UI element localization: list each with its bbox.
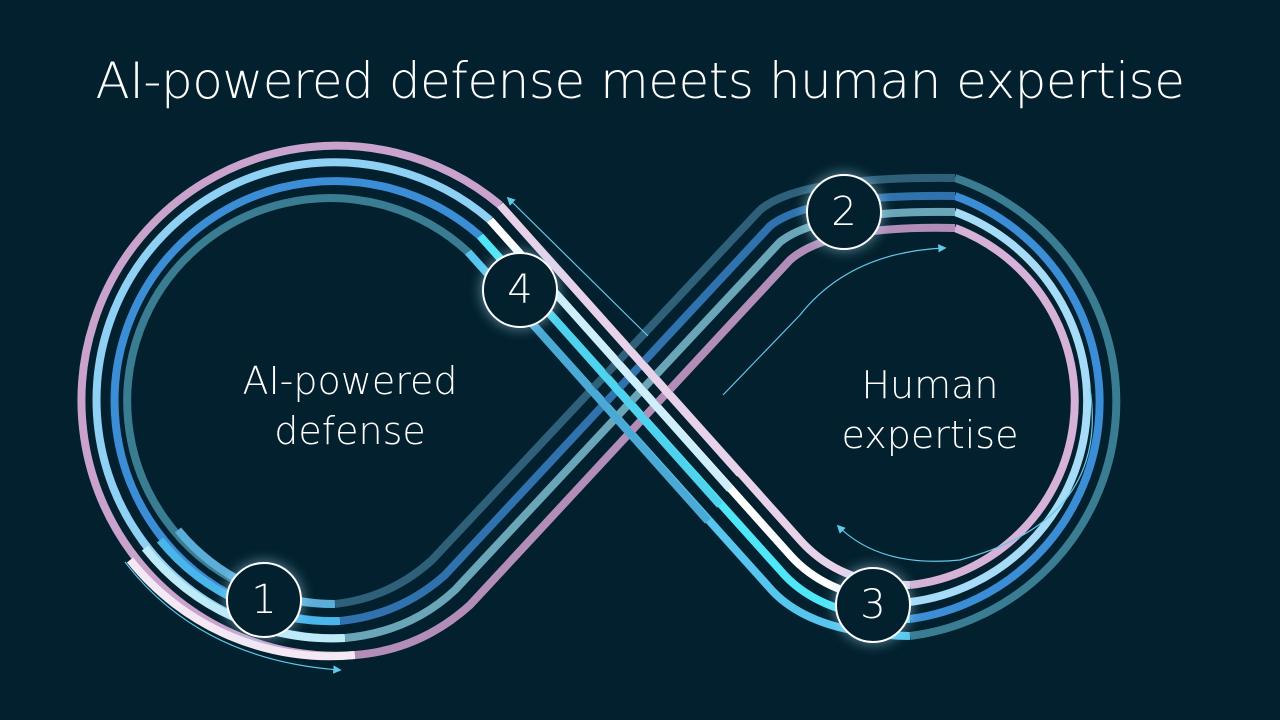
left-loop-bands [77,141,503,661]
ascending-diagonal-bands [334,173,956,659]
step-marker-2: 2 [806,174,882,250]
flow-arrows [124,196,1093,674]
right-loop-label: Human expertise [780,360,1080,460]
right-loop-label-line1: Human [861,363,999,407]
step-marker-4: 4 [482,252,558,328]
slide-title: AI-powered defense meets human expertise [95,52,1185,110]
right-loop-label-line2: expertise [841,413,1019,457]
left-loop-label-line2: defense [274,409,426,453]
descending-diagonal-overlay [525,269,743,524]
right-loop-bands [909,174,1121,640]
left-loop-label: AI-powered defense [200,356,500,456]
left-loop-label-line1: AI-powered [242,359,458,403]
step-marker-3: 3 [835,567,911,643]
step-marker-1: 1 [226,562,302,638]
